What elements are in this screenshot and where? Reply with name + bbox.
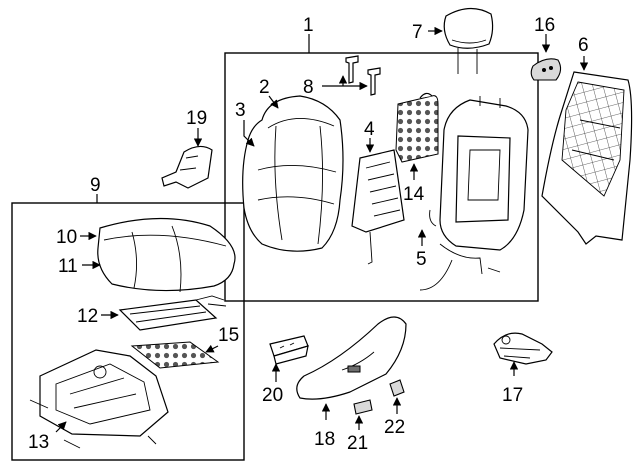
heater-mat-part-12 <box>118 295 227 331</box>
leader-15 <box>205 344 219 353</box>
callout-1: 1 <box>303 15 314 36</box>
callout-15: 15 <box>218 325 239 346</box>
seat-cushion-part-10-11 <box>97 217 236 293</box>
knob-part-22 <box>389 379 405 397</box>
callout-22: 22 <box>384 417 405 438</box>
pad-part-14 <box>395 92 439 163</box>
callout-10: 10 <box>56 227 77 248</box>
switch-part-20 <box>269 335 309 365</box>
frame-part-5 <box>419 96 529 291</box>
knob-part-21 <box>353 399 373 415</box>
cushion-assembly-box <box>11 202 245 461</box>
callout-16: 16 <box>534 15 555 36</box>
seatback-cushion-part-2-3 <box>242 95 344 252</box>
leader-13 <box>55 421 67 433</box>
leader-3 <box>243 120 255 147</box>
leader-2 <box>268 95 279 109</box>
callout-5: 5 <box>416 249 427 270</box>
module-part-17 <box>493 332 553 365</box>
callout-20: 20 <box>262 385 283 406</box>
trim-part-19 <box>161 145 213 189</box>
callout-18: 18 <box>314 429 335 450</box>
callout-21: 21 <box>347 433 368 454</box>
seatback-assembly-box <box>224 52 539 302</box>
side-shield-part-18 <box>296 316 407 400</box>
callout-3: 3 <box>235 100 246 121</box>
headrest-part-7 <box>443 7 494 74</box>
callout-12: 12 <box>77 306 98 327</box>
callout-4: 4 <box>364 119 375 140</box>
callout-17: 17 <box>502 385 523 406</box>
callout-2: 2 <box>259 77 270 98</box>
callout-19: 19 <box>186 108 207 129</box>
callout-6: 6 <box>578 35 589 56</box>
back-panel-part-6 <box>541 71 633 245</box>
seat-frame-part-13 <box>29 349 169 449</box>
cover-part-16 <box>530 58 562 81</box>
lumbar-part-4 <box>351 149 405 265</box>
guides-part-8 <box>345 55 381 96</box>
callout-7: 7 <box>412 22 423 43</box>
callout-9: 9 <box>90 175 101 196</box>
pad-part-15 <box>130 341 220 369</box>
callout-14: 14 <box>403 184 425 205</box>
callout-11: 11 <box>58 256 78 277</box>
callout-8: 8 <box>303 77 314 98</box>
callout-13: 13 <box>28 432 49 453</box>
